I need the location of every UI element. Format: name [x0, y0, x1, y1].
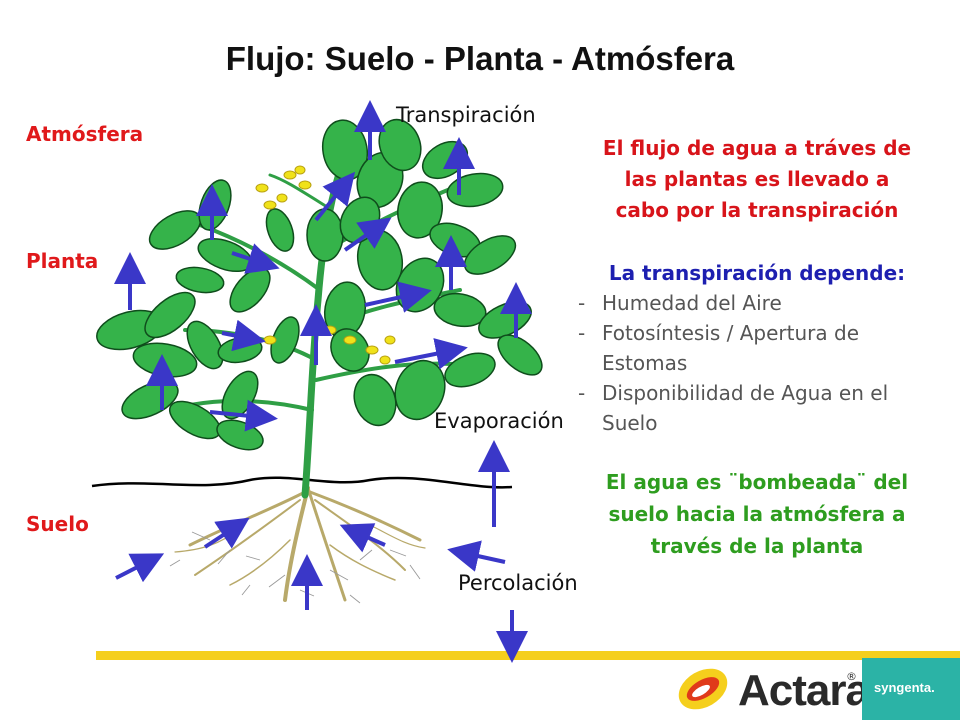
statement-line: cabo por la transpiración	[615, 198, 899, 222]
flow-label-percolation: Percolación	[458, 571, 578, 595]
statement-line: través de la planta	[650, 534, 864, 558]
list-item-text: Fotosíntesis / Apertura de	[602, 321, 860, 345]
list-item-text: Humedad del Aire	[602, 291, 782, 315]
syngenta-logo: syngenta.	[862, 658, 960, 720]
statement-line: las plantas es llevado a	[624, 167, 890, 191]
arrow-diagonal	[209, 399, 278, 432]
arrow-soil-in	[339, 523, 386, 553]
arrow-soil-in	[115, 553, 165, 583]
actara-logo-mark	[678, 668, 728, 710]
roots	[174, 486, 426, 602]
plant-flowers	[255, 165, 396, 365]
ground-line	[96, 651, 960, 660]
list-dash: -	[578, 381, 586, 405]
dependence-heading: La transpiración depende:	[608, 261, 906, 285]
page-title: Flujo: Suelo - Planta - Atmósfera	[225, 40, 735, 77]
zone-label-soil: Suelo	[26, 512, 89, 536]
statement-line: El flujo de agua a tráves de	[602, 136, 912, 160]
list-dash: -	[578, 321, 586, 345]
list-item-text-continued: Suelo	[602, 411, 658, 435]
arrow-percolation-in	[447, 540, 506, 572]
soil-surface-line	[91, 476, 513, 489]
list-item: - Disponibilidad de Agua en el Suelo	[572, 378, 942, 438]
arrow-diagonal	[364, 281, 432, 313]
actara-logo-text: Actara	[738, 666, 870, 715]
list-dash: -	[578, 291, 586, 315]
list-item-text: Disponibilidad de Agua en el	[602, 381, 889, 405]
statement-line: suelo hacia la atmósfera a	[608, 502, 906, 526]
arrow-diagonal	[394, 338, 468, 370]
zone-label-plant: Planta	[26, 249, 99, 273]
zone-label-atmosphere: Atmósfera	[26, 122, 144, 146]
statement-line: El agua es ¨bombeada¨ del	[605, 470, 909, 494]
pumping-statement: El agua es ¨bombeada¨ del suelo hacia la…	[572, 466, 942, 562]
transpiration-arrows	[114, 100, 532, 410]
soil-arrows	[115, 440, 528, 663]
flow-label-evaporation: Evaporación	[434, 409, 564, 433]
dependence-list: - Humedad del Aire - Fotosíntesis / Aper…	[572, 288, 942, 438]
list-item: - Humedad del Aire	[572, 288, 942, 318]
arrow-soil-in	[203, 517, 250, 549]
flow-label-transpiration: Transpiración	[396, 103, 536, 127]
list-item-text-continued: Estomas	[602, 351, 688, 375]
internal-flow-arrows	[209, 171, 468, 432]
syngenta-logo-text: syngenta.	[874, 680, 935, 695]
arrow-diagonal	[221, 319, 266, 352]
dependence-section: La transpiración depende: - Humedad del …	[572, 258, 942, 438]
registered-mark: ®	[846, 670, 857, 683]
arrow-diagonal	[231, 243, 280, 274]
arrow-diagonal	[314, 171, 356, 222]
transpiration-statement: El flujo de agua a tráves de las plantas…	[572, 133, 942, 226]
list-item: - Fotosíntesis / Apertura de Estomas	[572, 318, 942, 378]
arrow-diagonal	[343, 217, 392, 252]
